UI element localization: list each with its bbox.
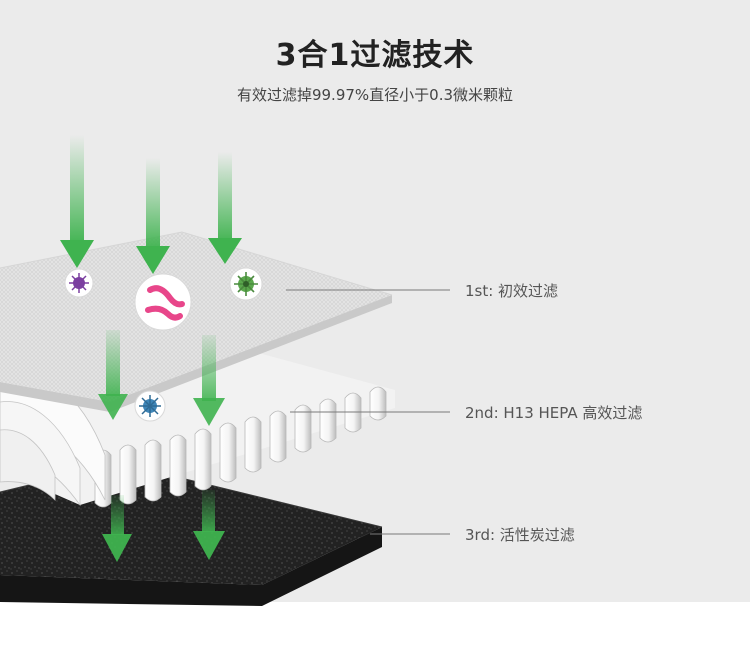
layer-label-prefilter: 1st: 初效过滤 (465, 282, 559, 300)
virus-particle-icon (134, 390, 166, 422)
layer-label-carbon: 3rd: 活性炭过滤 (465, 526, 575, 544)
bottom-band (0, 602, 750, 657)
down-arrow-icon (60, 135, 94, 268)
airflow-arrows-top (60, 135, 242, 274)
down-arrow-icon (193, 490, 225, 560)
page-title: 3合1过滤技术 (275, 38, 475, 73)
leader-lines (286, 289, 450, 535)
airflow-arrows-bottom (102, 490, 225, 562)
down-arrow-icon (193, 335, 225, 426)
virus-particle-icon (64, 268, 94, 298)
airflow-arrows-mid (98, 330, 225, 426)
virus-particle-icon (229, 267, 263, 301)
down-arrow-icon (102, 495, 132, 562)
prefilter-mesh-layer (0, 231, 393, 412)
bacteria-particle-icon (134, 273, 192, 331)
down-arrow-icon (208, 152, 242, 264)
layer-label-hepa: 2nd: H13 HEPA 高效过滤 (465, 404, 643, 422)
page-subtitle: 有效过滤掉99.97%直径小于0.3微米颗粒 (236, 86, 514, 104)
down-arrow-icon (136, 158, 170, 274)
down-arrow-icon (98, 330, 128, 420)
